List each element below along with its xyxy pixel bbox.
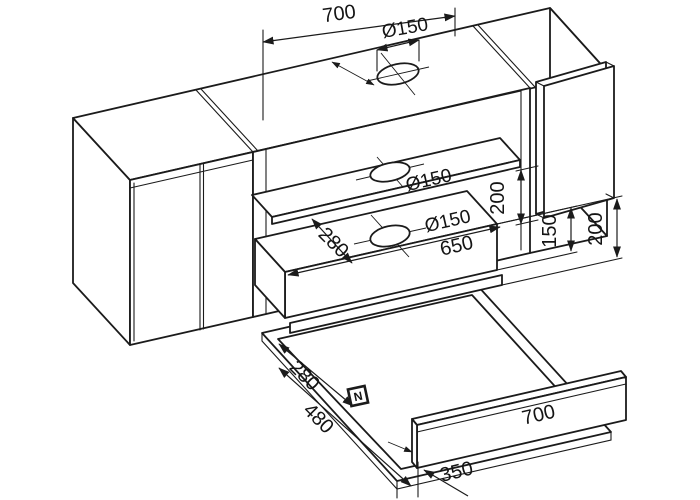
extension-lines: [496, 195, 623, 286]
dim-niche-height: 200: [487, 165, 539, 226]
top-seam-left-middle: [195, 88, 259, 153]
duct-hole-centerlines: [366, 52, 430, 96]
open-door-thickness-edges: [535, 61, 615, 219]
panel-left-cap: [411, 418, 418, 469]
dim-line: [262, 13, 456, 45]
cabinet-left-front-doors: [129, 151, 254, 346]
panel-top-groove: [416, 383, 627, 433]
pointer-arrow: [387, 441, 413, 453]
dim-hood-total-height: 200: [496, 195, 623, 286]
dim-label: 700: [321, 1, 357, 27]
shelf-front-edge: [271, 159, 521, 225]
top-seam-middle-right: [472, 24, 536, 89]
hood-left-face: [254, 238, 286, 319]
extension-lines: [396, 461, 419, 499]
wall-cabinet-right: [529, 7, 615, 254]
shelf-vent-hole: [369, 161, 411, 183]
dim-line: [376, 38, 420, 52]
open-door-outer-face: [543, 65, 615, 219]
niche-ceiling-line: [265, 90, 522, 150]
dim-label: 200: [585, 212, 607, 245]
door-top-gap-line: [129, 159, 254, 189]
duct-position-arrow: [331, 61, 375, 86]
mounting-shelf: [251, 137, 521, 225]
dim-niche-width-top: 700: [262, 1, 456, 121]
neutral-connection-badge: N: [346, 384, 370, 408]
door-divider: [199, 162, 205, 331]
dim-line: [278, 367, 412, 487]
wall-cabinet-left: [72, 7, 608, 346]
dim-line: [423, 469, 469, 497]
front-panel: [411, 370, 627, 469]
duct-collar: [331, 39, 430, 96]
dim-label: 150: [539, 214, 561, 247]
dim-line: [287, 225, 501, 277]
dim-label: 200: [487, 181, 509, 214]
dim-line: [311, 218, 353, 264]
